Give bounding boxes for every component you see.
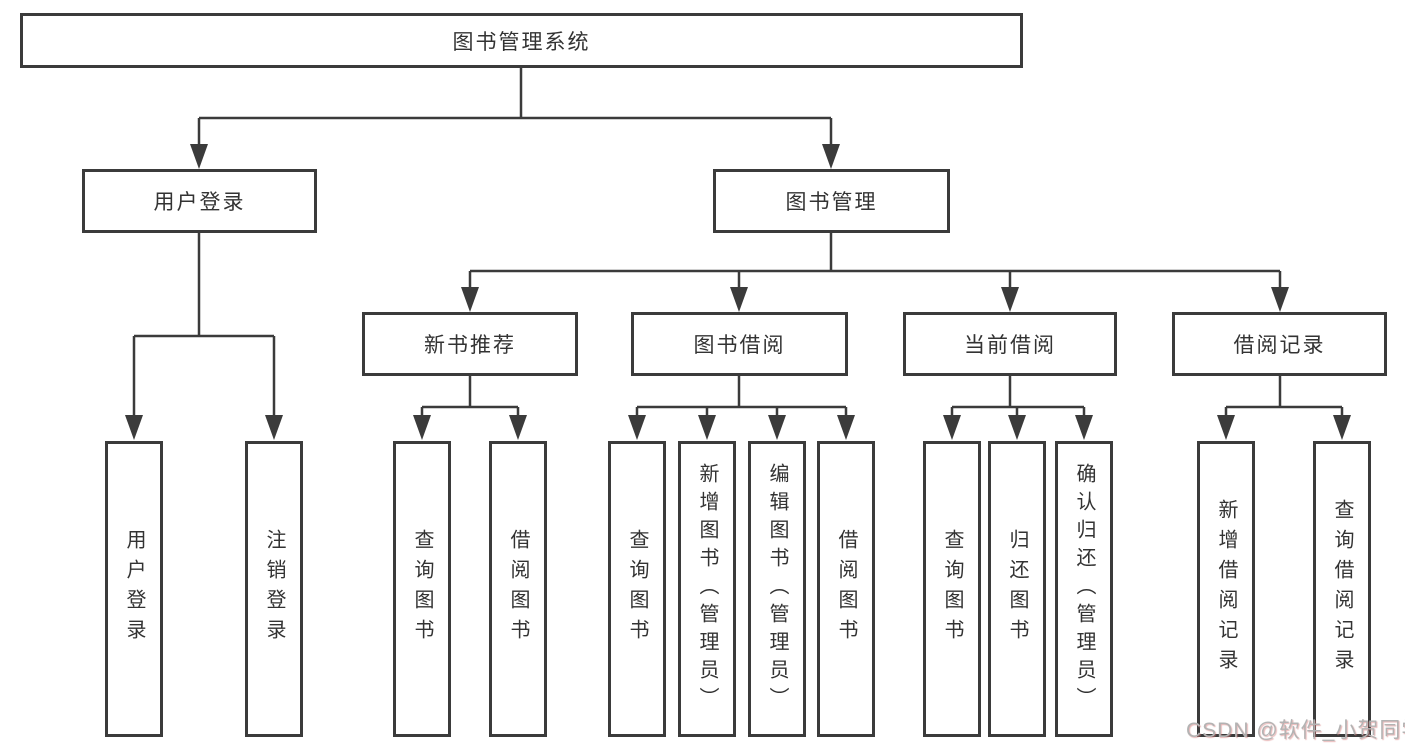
node-borrowing-records: 借阅记录 xyxy=(1172,312,1387,376)
csdn-watermark: CSDN @软件_小贺同学 xyxy=(1186,719,1405,742)
leaf-logout: 注销登录 xyxy=(245,441,303,737)
leaf-query-books-recommend: 查询图书 xyxy=(393,441,451,737)
node-user-login: 用户登录 xyxy=(82,169,317,233)
leaf-add-books-admin: 新增图书（管理员） xyxy=(678,441,736,737)
leaf-add-borrow-record: 新增借阅记录 xyxy=(1197,441,1255,737)
node-library-management-system: 图书管理系统 xyxy=(20,13,1023,68)
arrowheads xyxy=(125,144,1351,440)
leaf-query-books-borrowing: 查询图书 xyxy=(608,441,666,737)
node-book-borrowing: 图书借阅 xyxy=(631,312,848,376)
leaf-borrow-books: 借阅图书 xyxy=(817,441,875,737)
leaf-return-books: 归还图书 xyxy=(988,441,1046,737)
leaf-edit-books-admin: 编辑图书（管理员） xyxy=(748,441,806,737)
leaf-confirm-return-admin: 确认归还（管理员） xyxy=(1055,441,1113,737)
leaf-query-borrow-record: 查询借阅记录 xyxy=(1313,441,1371,737)
leaf-user-login: 用户登录 xyxy=(105,441,163,737)
node-new-book-recommendation: 新书推荐 xyxy=(362,312,578,376)
node-current-borrowing: 当前借阅 xyxy=(903,312,1117,376)
node-book-management: 图书管理 xyxy=(713,169,950,233)
leaf-borrow-books-recommend: 借阅图书 xyxy=(489,441,547,737)
leaf-query-books-current: 查询图书 xyxy=(923,441,981,737)
